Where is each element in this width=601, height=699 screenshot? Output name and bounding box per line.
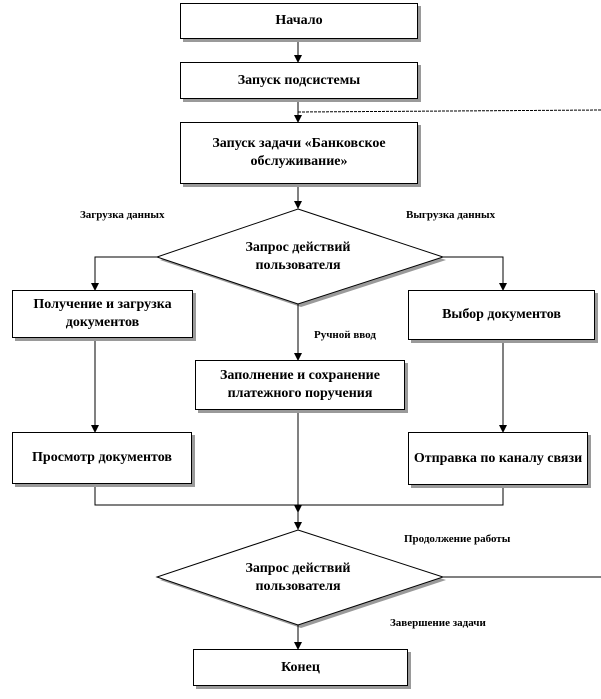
label-unload-data: Выгрузка данных: [406, 209, 496, 221]
label-finish-task: Завершение задачи: [390, 617, 486, 629]
end-box: Конец: [193, 649, 408, 686]
fill-save-payment-box: Заполнение и сохранение платежного поруч…: [195, 360, 405, 410]
view-docs-box: Просмотр документов: [12, 432, 192, 484]
line-view-to-merge: [94, 484, 298, 506]
arrow-decision-to-receive: [91, 256, 157, 291]
connectors: [91, 39, 601, 650]
line-send-to-merge: [298, 485, 504, 506]
arrow-return-to-task: [297, 109, 601, 113]
receive-load-docs-box: Получение и загрузка документов: [12, 290, 193, 338]
decision-1-text: Запрос действий пользователя: [245, 240, 351, 273]
arrow-decision-to-select: [443, 256, 507, 291]
decision-2-text: Запрос действий пользователя: [245, 561, 351, 594]
start-box: Начало: [180, 3, 418, 39]
launch-task-box: Запуск задачи «Банковское обслуживание»: [180, 122, 418, 184]
label-continue-work: Продолжение работы: [404, 533, 511, 545]
launch-subsystem-box: Запуск подсистемы: [180, 62, 418, 99]
select-docs-box: Выбор документов: [408, 290, 595, 340]
label-manual-input: Ручной ввод: [314, 329, 376, 341]
label-load-data: Загрузка данных: [80, 209, 165, 221]
send-channel-box: Отправка по каналу связи: [408, 432, 588, 485]
